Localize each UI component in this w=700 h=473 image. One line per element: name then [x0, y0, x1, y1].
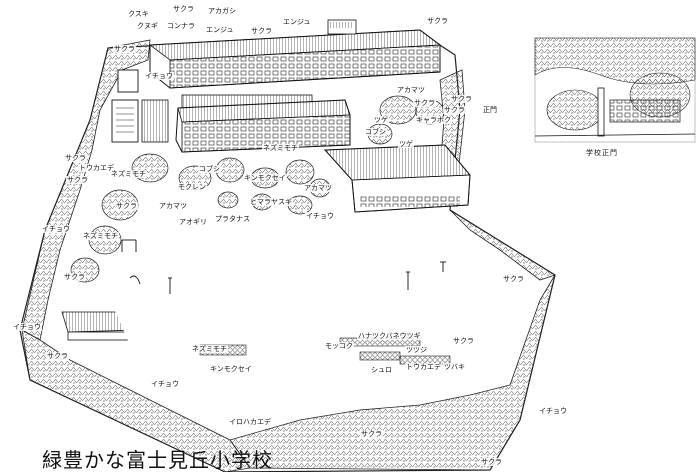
tree-label-enju: エンジュ — [205, 26, 235, 34]
tree-label-sakura: サクラ — [480, 458, 503, 466]
tree-label-kusuki: クスキ — [127, 10, 150, 18]
tree-label-aogiri: アオギリ — [178, 218, 208, 226]
tree-label-puratanasu: プラタナス — [214, 215, 251, 223]
tree-label-sakura: サクラ — [172, 5, 195, 13]
gymnasium — [323, 144, 471, 213]
tree-label-sakura: サクラ — [66, 176, 89, 184]
tree-label-icho: イチョウ — [538, 407, 568, 415]
tree-label-sakura: サクラ — [426, 17, 449, 25]
tree-label-kunugi: クヌギ — [136, 22, 159, 30]
tree-label-akamatsu: アカマツ — [396, 86, 426, 94]
tree-label-akagashi: アカガシ — [207, 7, 237, 15]
main-building-middle — [175, 99, 351, 153]
main-gate-inset — [534, 37, 696, 143]
main-gate-label: 正門 — [482, 106, 498, 114]
tree-label-tsuge: ツゲ — [373, 116, 389, 124]
tree-label-mokkoku: モッコク — [324, 342, 354, 350]
tree-label-icho: イチョウ — [12, 323, 42, 331]
tree-label-hanatsukubaneutsugi: ハナツクバネウツギ — [357, 332, 422, 340]
tree-label-sakura: サクラ — [450, 95, 473, 103]
tree-label-nezumimochi: ネズミモチ — [82, 232, 119, 240]
tree-label-sakura: サクラ — [443, 106, 466, 114]
playground — [110, 215, 460, 360]
tree-label-akamatsu: アカマツ — [158, 202, 188, 210]
tree-label-nezumimochi: ネズミモチ — [262, 144, 299, 152]
tree-label-icho: イチョウ — [144, 72, 174, 80]
tree-label-nezumimochi: ネズミモチ — [191, 345, 228, 353]
tree-label-konara: コンナラ — [166, 22, 196, 30]
tree-label-kinmokusei: キンモクセイ — [209, 365, 253, 373]
tree-label-sakura: サクラ — [63, 273, 86, 281]
tree-label-kyaraboku: キャラボク — [415, 116, 452, 124]
tree-label-akamatsu: アカマツ — [303, 184, 333, 192]
tree-label-sakura: サクラ — [113, 45, 136, 53]
tree-label-sakura: サクラ — [64, 154, 87, 162]
tree-label-sakura: サクラ — [115, 202, 138, 210]
tree-label-tokaede: トウカエデ — [78, 164, 115, 172]
main-building-north — [148, 19, 442, 89]
tree-label-icho: イチョウ — [305, 212, 335, 220]
tree-label-kobushi: コブシ — [198, 165, 221, 173]
main-gate-inset-caption: 学校正門 — [586, 149, 618, 157]
tree-label-sakura: サクラ — [250, 27, 273, 35]
tree-label-sakura: サクラ — [452, 337, 475, 345]
page-title: 緑豊かな富士見丘小学校 — [42, 448, 273, 472]
tree-label-irohakaede: イロハカエデ — [228, 418, 272, 426]
tree-label-himarayasugi: ヒマラヤスギ — [249, 198, 293, 206]
tree-label-tsubaki: ツバキ — [443, 363, 466, 371]
tree-label-tsutsuji: ツツジ — [405, 346, 428, 354]
tree-label-tokaede: トウカエデ — [405, 363, 442, 371]
tree-label-enju: エンジュ — [282, 18, 312, 26]
tree-label-tsuge: ツゲ — [398, 140, 414, 148]
tree-label-shuro: シュロ — [370, 366, 393, 374]
tree-label-icho: イチョウ — [150, 380, 180, 388]
tree-label-mokuren: モクレン — [177, 183, 207, 191]
tree-label-nezumimochi: ネズミモチ — [110, 170, 147, 178]
tree-label-kobushi: コブシ — [364, 128, 387, 136]
swimming-pool — [111, 69, 169, 143]
tree-label-sakura: サクラ — [360, 430, 383, 438]
tree-label-kinmokusei: キンモクセイ — [243, 174, 287, 182]
tree-label-sakura: サクラ — [502, 275, 525, 283]
tree-label-icho: イチョウ — [41, 225, 71, 233]
tree-label-sakura: サクラ — [46, 352, 69, 360]
tree-label-sakura: サクラ — [413, 99, 436, 107]
